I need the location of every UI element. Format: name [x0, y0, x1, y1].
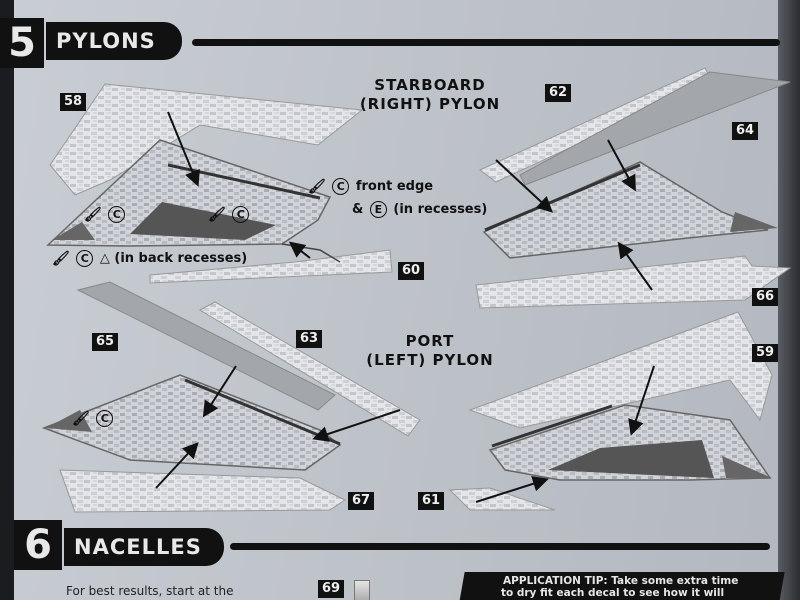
c-symbol-circle: C [108, 206, 126, 223]
arrow-64 [607, 139, 636, 192]
arrow-61 [475, 476, 549, 503]
brush-icon: 🖌 [208, 206, 226, 223]
in-back-recesses-text: (in back recesses) [114, 251, 248, 266]
decal-number-62: 62 [545, 84, 572, 102]
application-tip-line1: APPLICATION TIP: Take some extra time [503, 575, 739, 587]
c-symbol-circle: C [232, 206, 250, 223]
arrow-59 [628, 365, 655, 436]
decal-69-swatch [354, 580, 370, 600]
front-edge-text: front edge [355, 179, 434, 194]
starboard-right-pylon [482, 161, 769, 259]
port-right-recess [548, 440, 714, 478]
section-6-title: NACELLES [64, 528, 224, 566]
page-left-edge [0, 0, 14, 600]
decal-63-strip [198, 301, 421, 437]
arrow-65 [202, 365, 237, 418]
decal-61-strip [448, 487, 556, 511]
port-recess-note: 🖌 C [72, 410, 115, 427]
e-symbol-circle: E [369, 201, 387, 218]
decal-64-strip [519, 71, 791, 186]
port-left-tip [46, 410, 92, 432]
decal-number-60: 60 [398, 262, 425, 280]
ampersand-text: & [352, 202, 364, 217]
section-6-number: 6 [14, 520, 62, 570]
in-recesses-text: (in recesses) [393, 202, 488, 217]
c-symbol-circle: C [332, 178, 350, 195]
section-5-title: PYLONS [46, 22, 182, 60]
decal-59-strip [468, 311, 773, 429]
decal-67-strip [59, 469, 347, 513]
arrow-58 [167, 111, 200, 187]
back-recesses-note: 🖌 C △ (in back recesses) [52, 250, 247, 267]
arrow-60 [288, 241, 311, 259]
decal-number-67: 67 [348, 492, 375, 510]
c-symbol-circle: C [76, 250, 94, 267]
port-right-tip [722, 456, 772, 478]
c-symbol-circle: C [96, 410, 114, 427]
port-right-edge [491, 404, 613, 448]
decal-number-58: 58 [60, 93, 87, 111]
starboard-pylon-recess-back [52, 222, 95, 240]
decal-number-61: 61 [418, 492, 445, 510]
recess-left-note: 🖌 C [84, 206, 127, 223]
decal-66-strip [475, 255, 792, 309]
starboard-right-edge [484, 163, 641, 232]
port-left-pylon [41, 374, 342, 471]
recesses-note: & E (in recesses) [352, 201, 487, 218]
decal-number-64: 64 [732, 122, 759, 140]
decal-65-strip [76, 281, 336, 411]
application-tip-box: APPLICATION TIP: Take some extra time to… [459, 572, 785, 600]
decal-number-63: 63 [296, 330, 323, 348]
front-edge-note: 🖌 C front edge [308, 178, 433, 195]
decal-number-66: 66 [752, 288, 779, 306]
nacelles-intro-text: For best results, start at the [66, 584, 234, 598]
arrow-67 [155, 442, 199, 489]
starboard-label-line1: STARBOARD [374, 76, 486, 94]
port-pylon-label: PORT (LEFT) PYLON [340, 332, 520, 370]
section-5-number: 5 [0, 18, 44, 68]
arrow-62 [495, 159, 553, 213]
starboard-right-tip [730, 212, 778, 232]
decal-58-strip [49, 83, 364, 196]
page-right-edge [778, 0, 800, 600]
decal-number-69: 69 [318, 580, 345, 598]
arrow-63 [312, 409, 401, 442]
brush-icon: 🖌 [84, 206, 102, 223]
brush-icon: 🖌 [52, 250, 70, 267]
starboard-label-line2: (RIGHT) PYLON [359, 95, 501, 113]
brush-icon: 🖌 [308, 178, 326, 195]
section-5-rule [192, 39, 780, 46]
recess-mid-note: 🖌 C [208, 206, 251, 223]
port-label-line1: PORT [405, 332, 455, 350]
arrow-66 [617, 241, 653, 291]
section-6-rule [230, 543, 770, 550]
decal-number-65: 65 [92, 333, 119, 351]
starboard-pylon-label: STARBOARD (RIGHT) PYLON [340, 76, 520, 114]
decal-number-59: 59 [752, 344, 779, 362]
application-tip-line2: to dry fit each decal to see how it will [500, 587, 725, 599]
triangle-icon: △ [99, 251, 110, 266]
starboard-pylon-recess [130, 202, 276, 240]
port-label-line2: (LEFT) PYLON [366, 351, 494, 369]
decal-60-strip [149, 249, 393, 284]
brush-icon: 🖌 [72, 410, 90, 427]
